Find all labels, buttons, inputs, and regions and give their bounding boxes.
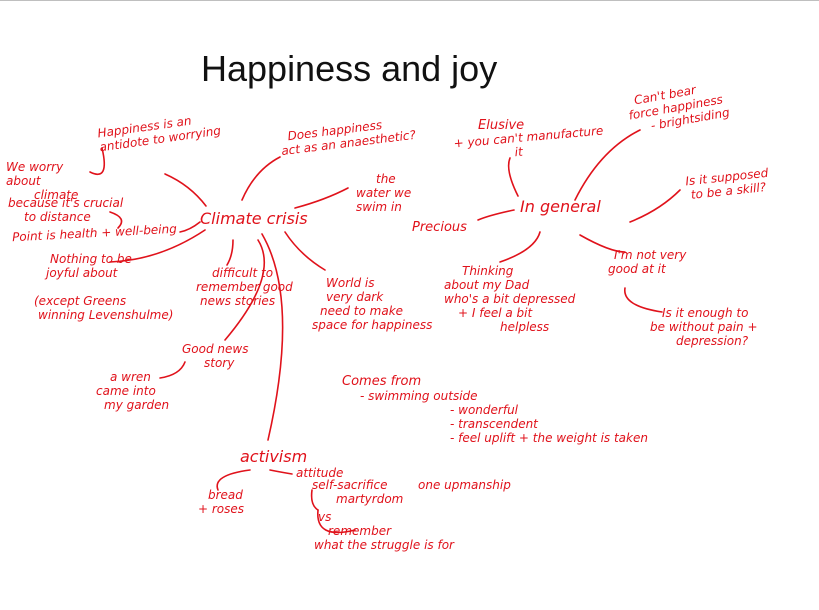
note-bread-roses: bread+ roses bbox=[198, 488, 245, 516]
link-general-skill bbox=[629, 189, 681, 223]
link-general-precious bbox=[477, 209, 515, 221]
link-activism-attitude bbox=[269, 469, 293, 475]
link-attitude-self bbox=[310, 489, 319, 511]
hub-climate-crisis: Climate crisis bbox=[200, 209, 308, 228]
link-climate-activism bbox=[261, 233, 284, 441]
link-climate-point bbox=[179, 221, 201, 233]
note-attitude: attitude bbox=[296, 466, 344, 480]
link-climate-anaesthetic bbox=[241, 156, 281, 201]
top-border bbox=[0, 0, 819, 1]
link-activism-bread bbox=[216, 469, 251, 491]
link-notgood-enough bbox=[624, 287, 663, 313]
link-climate-water bbox=[294, 187, 349, 209]
link-general-notgood bbox=[579, 234, 626, 253]
link-climate-difficult bbox=[226, 239, 234, 266]
link-general-elusive bbox=[507, 157, 519, 197]
hub-activism: activism bbox=[240, 447, 308, 466]
link-climate-nothing bbox=[109, 229, 206, 263]
link-climate-goodnews bbox=[224, 239, 266, 341]
link-general-thinking bbox=[499, 231, 541, 263]
hub-in-general: In general bbox=[520, 197, 601, 216]
link-distance-point bbox=[109, 211, 123, 229]
note-precious: Precious bbox=[412, 220, 467, 235]
note-comes-from: Comes from - swimming outside - wonderfu… bbox=[342, 374, 648, 445]
page-title: Happiness and joy bbox=[201, 48, 498, 89]
link-self-vs bbox=[317, 509, 356, 534]
link-worry-antidote bbox=[89, 147, 106, 176]
link-wren-goodnews bbox=[159, 361, 186, 379]
link-climate-antidote bbox=[164, 173, 207, 207]
link-general-cantbear bbox=[574, 129, 641, 201]
note-one-upmanship: one upmanship bbox=[418, 478, 511, 492]
note-elusive: Elusive bbox=[478, 118, 525, 133]
link-climate-world bbox=[284, 231, 326, 271]
